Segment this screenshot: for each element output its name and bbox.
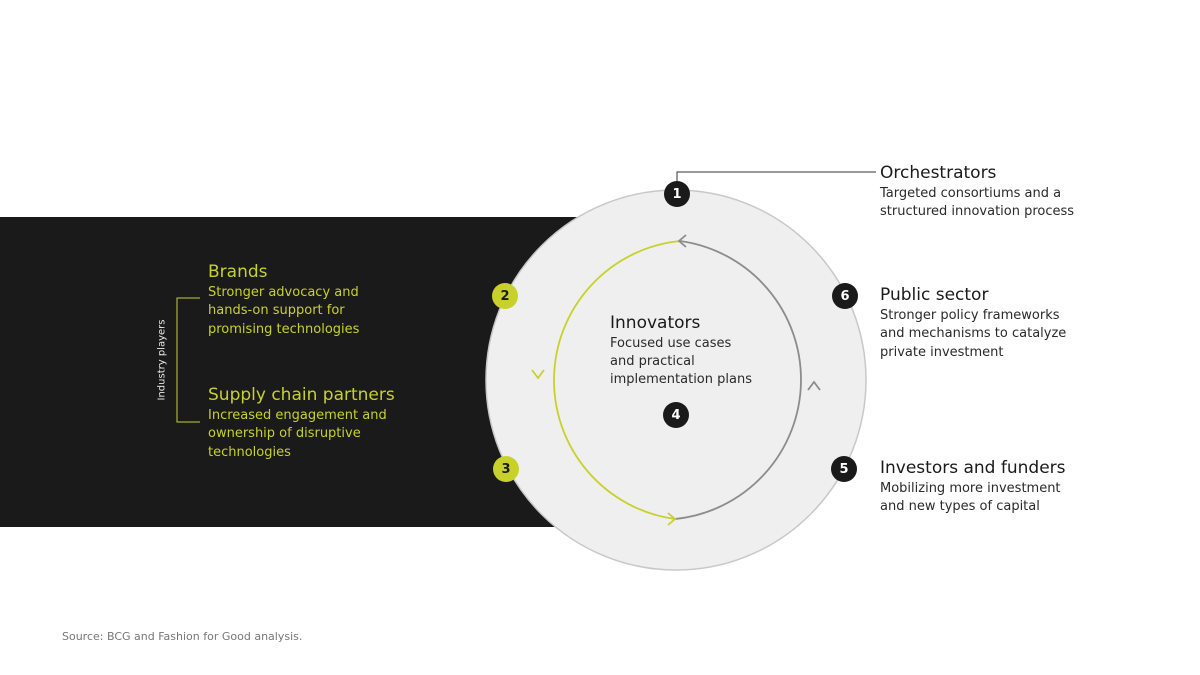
badge-supply-chain: 3 [493, 456, 519, 482]
leader-line-orchestrators [676, 171, 876, 181]
badge-brands: 2 [492, 283, 518, 309]
industry-players-bracket [176, 297, 200, 423]
cycle-arc-grey [674, 240, 802, 520]
arrowhead-bottom [667, 512, 677, 526]
brands-line-2: hands-on support for [208, 303, 345, 318]
badge-orchestrators: 1 [664, 181, 690, 207]
supply-chain-line-2: ownership of disruptive [208, 426, 361, 441]
arrowhead-top [677, 234, 687, 248]
brands-title: Brands [208, 262, 268, 282]
brands-line-1: Stronger advocacy and [208, 285, 359, 300]
badge-public-sector: 6 [832, 283, 858, 309]
orchestrators-title: Orchestrators [880, 163, 997, 183]
supply-chain-line-3: technologies [208, 445, 291, 460]
investors-line-2: and new types of capital [880, 499, 1040, 514]
public-sector-line-1: Stronger policy frameworks [880, 308, 1060, 323]
public-sector-title: Public sector [880, 285, 989, 305]
public-sector-line-3: private investment [880, 345, 1004, 360]
supply-chain-line-1: Increased engagement and [208, 408, 387, 423]
industry-players-label: Industry players [156, 319, 168, 401]
supply-chain-title: Supply chain partners [208, 385, 395, 405]
cycle-arc-lime [553, 240, 681, 520]
innovators-line-1: Focused use cases [610, 336, 732, 351]
source-note: Source: BCG and Fashion for Good analysi… [62, 630, 303, 643]
investors-title: Investors and funders [880, 458, 1066, 478]
public-sector-line-2: and mechanisms to catalyze [880, 326, 1067, 341]
arrowhead-right [807, 380, 821, 391]
arrowhead-left [531, 369, 545, 380]
innovators-line-3: implementation plans [610, 372, 752, 387]
innovators-title: Innovators [610, 313, 701, 333]
investors-line-1: Mobilizing more investment [880, 481, 1061, 496]
orchestrators-line-2: structured innovation process [880, 204, 1075, 219]
badge-investors: 5 [831, 456, 857, 482]
badge-innovators: 4 [663, 402, 689, 428]
innovators-line-2: and practical [610, 354, 695, 369]
orchestrators-line-1: Targeted consortiums and a [880, 186, 1062, 201]
brands-line-3: promising technologies [208, 322, 360, 337]
